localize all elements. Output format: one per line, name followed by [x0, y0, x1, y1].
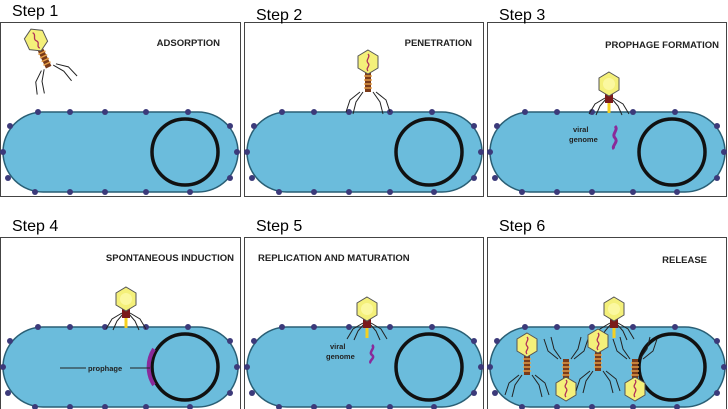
bacterial-cell — [242, 322, 486, 409]
bacterial-cell — [242, 107, 486, 197]
prophage-label: prophage — [88, 364, 122, 373]
panel-step-4: prophage SPONTANEOUS INDUCTION — [0, 237, 242, 409]
step-label: Step 4 — [12, 218, 58, 235]
viral-genome-icon — [611, 124, 618, 151]
step-label: Step 1 — [12, 3, 58, 20]
panel-step-1: ADSORPTION — [0, 19, 242, 197]
panel-title: SPONTANEOUS INDUCTION — [106, 253, 234, 264]
bacterial-cell — [0, 107, 242, 197]
step-label: Step 2 — [256, 7, 302, 24]
bacterial-cell — [485, 107, 728, 197]
viral-genome-icon — [369, 344, 375, 365]
panel-step-5: viral genome REPLICATION AND MATURATION — [242, 237, 486, 409]
panel-step-6: RELEASE — [485, 237, 728, 409]
panel-step-3: viral genome PROPHAGE FORMATION — [485, 22, 728, 197]
viral-genome-label: viral — [573, 125, 588, 134]
panel-title: ADSORPTION — [157, 38, 220, 49]
step-label: Step 3 — [499, 7, 545, 24]
viral-genome-label: genome — [569, 135, 598, 144]
panel-title: REPLICATION AND MATURATION — [258, 253, 410, 264]
panel-title: PROPHAGE FORMATION — [605, 40, 719, 51]
panel-step-2: PENETRATION — [242, 22, 486, 197]
step-label: Step 5 — [256, 218, 302, 235]
step-label: Step 6 — [499, 218, 545, 235]
viral-genome-label: genome — [326, 352, 355, 361]
panel-title: PENETRATION — [405, 38, 473, 49]
panel-title: RELEASE — [662, 255, 707, 266]
viral-genome-label: viral — [330, 342, 345, 351]
prophage-icon — [146, 347, 156, 387]
